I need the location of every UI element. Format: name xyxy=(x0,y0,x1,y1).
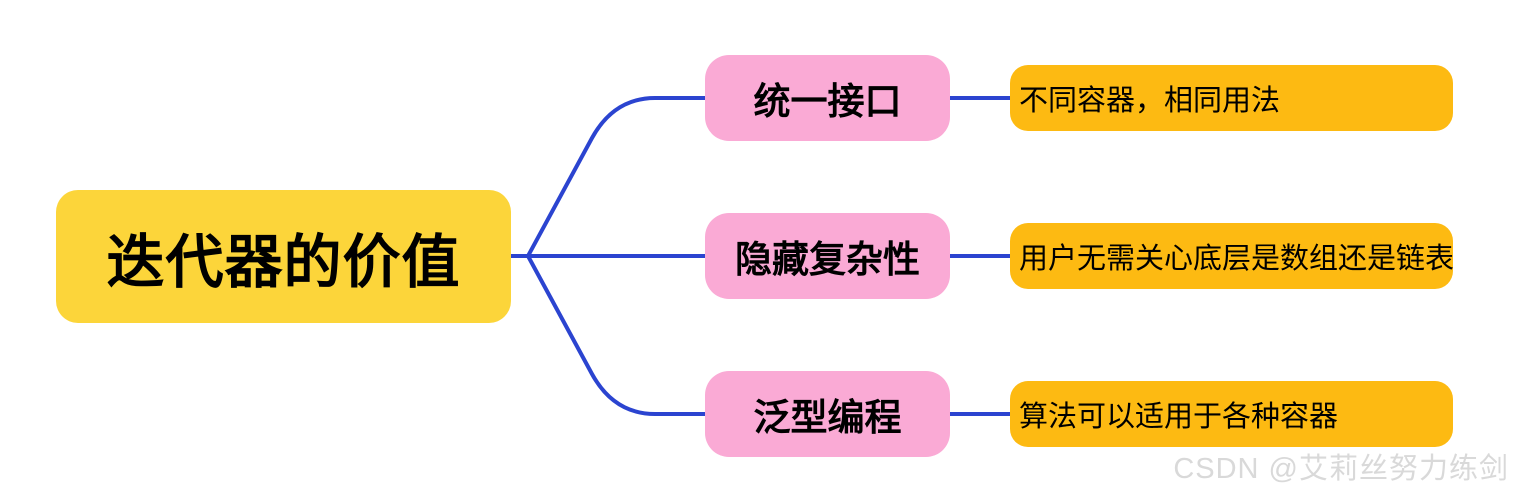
branch-node-unified-interface: 统一接口 xyxy=(705,55,950,141)
csdn-watermark: CSDN @艾莉丝努力练剑 xyxy=(1173,453,1509,485)
detail-node-label: 不同容器，相同用法 xyxy=(1019,85,1281,117)
detail-node-any-container: 算法可以适用于各种容器 xyxy=(1010,381,1453,447)
detail-node-label: 用户无需关心底层是数组还是链表 xyxy=(1019,243,1455,275)
root-node-label: 迭代器的价值 xyxy=(106,229,461,295)
branch-node-label: 泛型编程 xyxy=(753,397,902,438)
detail-node-label: 算法可以适用于各种容器 xyxy=(1019,401,1339,433)
connector-root-to-branch1 xyxy=(526,96,712,258)
root-node-iterator-value: 迭代器的价值 xyxy=(56,190,511,323)
detail-node-same-usage: 不同容器，相同用法 xyxy=(1010,65,1453,131)
branch-node-label: 统一接口 xyxy=(753,81,902,122)
detail-node-array-or-list: 用户无需关心底层是数组还是链表 xyxy=(1010,223,1455,289)
connector-root-to-branch3 xyxy=(526,254,712,416)
branch-node-label: 隐藏复杂性 xyxy=(735,239,920,280)
branch-node-generic-programming: 泛型编程 xyxy=(705,371,950,457)
branch-node-hide-complexity: 隐藏复杂性 xyxy=(705,213,950,299)
